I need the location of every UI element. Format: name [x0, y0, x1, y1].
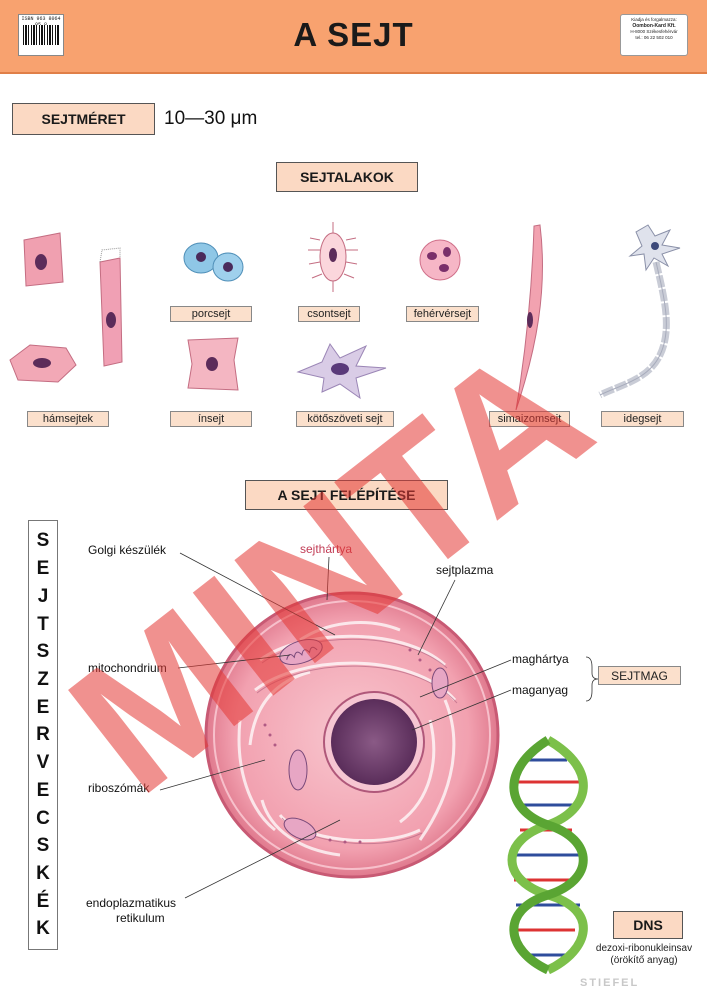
epithelial-cell-flat [9, 344, 77, 383]
letter: R [36, 724, 50, 746]
label-tendon-cell: ínsejt [170, 411, 252, 427]
letter: J [37, 585, 49, 607]
organelles-vertical-label: S E J T S Z E R V E C S K É K [28, 520, 58, 950]
barcode-lines [23, 25, 59, 45]
letter: Z [37, 668, 49, 690]
label-white-blood-cell: fehérvérsejt [406, 306, 479, 322]
label-smooth-muscle-cell: simaizomsejt [489, 411, 570, 427]
barcode: ISBN 963 8064 05 8 [18, 14, 64, 56]
dna-description: dezoxi-ribonukleinsav (örökítő anyag) [590, 943, 698, 967]
letter: V [36, 752, 50, 774]
label-nerve-cell: idegsejt [601, 411, 684, 427]
animal-cell-diagram [204, 591, 500, 879]
dna-sub-line1: dezoxi-ribonukleinsav [595, 943, 693, 954]
label-nuclear-matter: maganyag [512, 683, 569, 697]
bone-cell [308, 222, 358, 292]
header-bar: ISBN 963 8064 05 8 A SEJT Kiadja és forg… [0, 0, 707, 74]
cell-structure-heading: A SEJT FELÉPÍTÉSE [245, 480, 448, 510]
label-cell-membrane: sejthártya [300, 542, 353, 556]
label-ribosomes: riboszómák [88, 781, 150, 795]
tendon-cell [187, 337, 239, 391]
label-epithelial-cells: hámsejtek [27, 411, 109, 427]
cell-size-value: 10—30 μm [164, 108, 258, 129]
letter: S [36, 641, 50, 663]
muscle-epithelial-cell [99, 247, 123, 367]
leader-lines [159, 552, 599, 899]
dna-helix [507, 736, 588, 975]
cell-size-label: SEJTMÉRET [12, 103, 155, 135]
letter: E [36, 779, 50, 801]
page-title: A SEJT [293, 16, 414, 53]
label-golgi: Golgi készülék [88, 543, 167, 557]
publisher-name: Oombon-Kard Kft. [632, 23, 676, 29]
letter: C [36, 807, 50, 829]
letter: S [36, 530, 50, 552]
label-bone-cell: csontsejt [298, 306, 360, 322]
label-nucleus-group: SEJTMAG [598, 666, 681, 685]
publisher-line4: tel.: 06 22 502 010 [635, 35, 673, 40]
smooth-muscle-cell [515, 224, 544, 411]
publisher-box: Kiadja és forgalmazza: Oombon-Kard Kft. … [620, 14, 688, 56]
letter: K [36, 918, 50, 940]
dna-sub-line2: (örökítő anyag) [610, 955, 678, 966]
letter: E [36, 696, 50, 718]
letter: E [36, 558, 50, 580]
letter: É [36, 890, 50, 912]
label-connective-tissue-cell: kötőszöveti sejt [296, 411, 394, 427]
cell-shapes-heading: SEJTALAKOK [276, 162, 418, 192]
letter: S [36, 835, 50, 857]
letter: T [37, 613, 49, 635]
white-blood-cell [419, 239, 461, 281]
letter: K [36, 862, 50, 884]
brand-footer: STIEFEL [580, 977, 640, 989]
cartilage-cells [183, 242, 244, 282]
nerve-cell [598, 224, 681, 399]
label-er-line2: retikulum [116, 911, 165, 925]
epithelial-cell-tall [23, 232, 64, 287]
publisher-line3: H-8000 Székesfehérvár [630, 29, 678, 34]
label-nuclear-membrane: maghártya [512, 652, 569, 666]
label-mitochondrium: mitochondrium [88, 661, 167, 675]
label-cartilage-cell: porcsejt [170, 306, 252, 322]
label-er-line1: endoplazmatikus [86, 896, 177, 910]
dna-label: DNS [613, 911, 683, 939]
connective-tissue-cell [296, 342, 387, 400]
publisher-line1: Kiadja és forgalmazza: [631, 17, 677, 22]
label-cytoplasm: sejtplazma [436, 563, 494, 577]
